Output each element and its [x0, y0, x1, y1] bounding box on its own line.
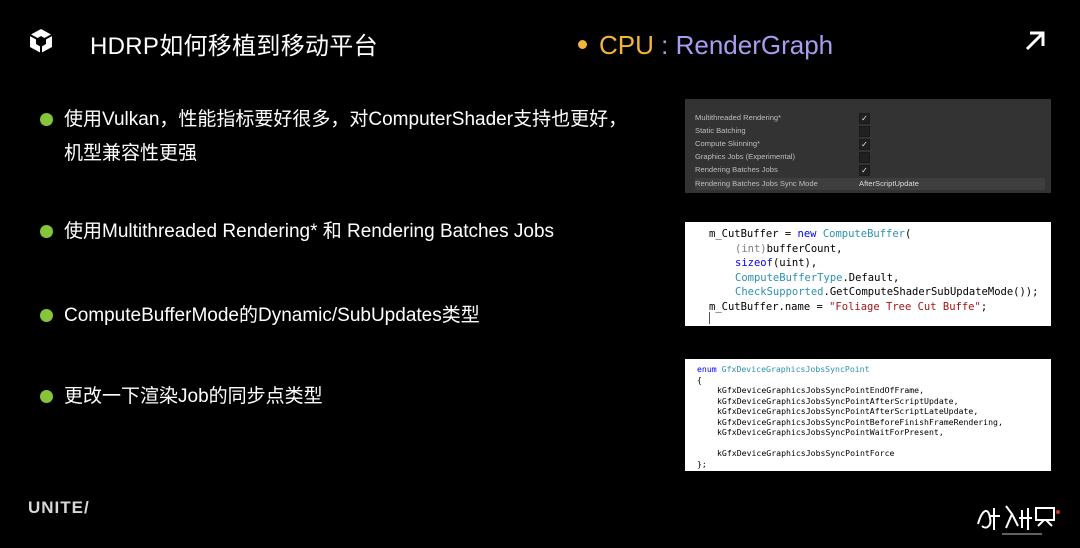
code-line: ComputeBufferType.Default,	[735, 271, 899, 286]
code-cast: (int)	[735, 242, 767, 255]
setting-label: Rendering Batches Jobs	[695, 165, 778, 174]
unity-logo-icon	[29, 29, 53, 53]
code-string: "Foliage Tree Cut Buffe"	[829, 300, 981, 313]
code-keyword: enum	[697, 364, 717, 374]
xianjian-world-logo-icon	[977, 505, 1060, 535]
checkbox-unchecked-icon[interactable]	[859, 126, 870, 137]
unite-logo: UNITE/	[28, 498, 90, 517]
code-line: kGfxDeviceGraphicsJobsSyncPointWaitForPr…	[717, 427, 944, 437]
code-type: CheckSupported	[735, 286, 824, 298]
code-token: .GetComputeShaderSubUpdateMode());	[823, 286, 1039, 298]
bullet-dot-icon	[40, 113, 53, 126]
checkbox-unchecked-icon[interactable]	[859, 152, 870, 163]
code-token: m_CutBuffer.name =	[709, 300, 830, 313]
bullet-text: ComputeBufferMode的Dynamic/SubUpdates类型	[64, 305, 480, 326]
bullet-item-computebuffer: ComputeBufferMode的Dynamic/SubUpdates类型	[40, 299, 660, 333]
code-line: kGfxDeviceGraphicsJobsSyncPointBeforeFin…	[717, 416, 1003, 427]
settings-row: Rendering Batches Jobs ✓	[695, 164, 1045, 176]
code-line: (int)bufferCount,	[735, 242, 842, 257]
section-heading: CPU : RenderGraph	[578, 30, 833, 61]
code-line: m_CutBuffer = new ComputeBuffer(	[709, 227, 911, 242]
bullet-text: 使用Multithreaded Rendering* 和 Rendering B…	[64, 221, 555, 242]
code-line: kGfxDeviceGraphicsJobsSyncPointEndOfFram…	[717, 385, 925, 395]
checkbox-checked-icon[interactable]: ✓	[859, 139, 870, 150]
code-line: sizeof(uint),	[735, 256, 817, 271]
code-type: ComputeBuffer	[822, 228, 905, 240]
text-caret	[709, 312, 710, 324]
settings-row-sync-mode: Rendering Batches Jobs Sync Mode AfterSc…	[695, 178, 1045, 190]
settings-row: Multithreaded Rendering* ✓	[695, 112, 1045, 124]
code-token: .Default,	[842, 271, 900, 284]
code-token: m_CutBuffer =	[709, 228, 798, 240]
setting-label: Static Batching	[695, 126, 746, 135]
settings-row: Static Batching	[695, 125, 1045, 137]
arrow-up-right-icon	[1025, 31, 1045, 51]
code-type: GfxDeviceGraphicsJobsSyncPoint	[721, 364, 870, 374]
code-screenshot-computebuffer: m_CutBuffer = new ComputeBuffer( (int)bu…	[685, 222, 1051, 326]
section-cpu: CPU	[599, 30, 654, 60]
code-keyword: sizeof	[735, 257, 773, 269]
checkbox-checked-icon[interactable]: ✓	[859, 165, 870, 176]
code-line: m_CutBuffer.name = "Foliage Tree Cut Buf…	[709, 300, 987, 315]
code-token: ;	[980, 300, 988, 313]
code-line: enum GfxDeviceGraphicsJobsSyncPoint	[697, 364, 870, 374]
code-line: kGfxDeviceGraphicsJobsSyncPointForce	[717, 448, 895, 458]
section-topic: RenderGraph	[675, 30, 834, 60]
bullet-text-cont: 机型兼容性更强	[64, 143, 198, 164]
code-line: CheckSupported.GetComputeShaderSubUpdate…	[735, 285, 1038, 300]
code-token: bufferCount,	[766, 242, 843, 255]
section-sep: :	[653, 30, 676, 60]
code-line: kGfxDeviceGraphicsJobsSyncPointAfterScri…	[717, 406, 979, 416]
bullet-dot-icon	[40, 225, 53, 238]
bullet-text: 使用Vulkan，性能指标要好很多，对ComputerShader支持也更好，	[64, 109, 628, 130]
bullet-item-syncpoint: 更改一下渲染Job的同步点类型	[40, 380, 660, 414]
setting-label: Compute Skinning*	[695, 139, 761, 148]
bullet-dot-icon	[40, 309, 53, 322]
checkbox-checked-icon[interactable]: ✓	[859, 113, 870, 124]
code-line: kGfxDeviceGraphicsJobsSyncPointAfterScri…	[717, 395, 959, 406]
code-line: {	[697, 374, 702, 385]
bullet-item-vulkan: 使用Vulkan，性能指标要好很多，对ComputerShader支持也更好， …	[40, 103, 660, 171]
code-keyword: new	[797, 228, 817, 240]
setting-label: Multithreaded Rendering*	[695, 113, 782, 122]
bullet-item-multithreaded: 使用Multithreaded Rendering* 和 Rendering B…	[40, 215, 660, 249]
code-token: (uint),	[772, 257, 818, 269]
code-type: ComputeBufferType	[735, 271, 843, 284]
sync-mode-dropdown[interactable]: AfterScriptUpdate	[859, 179, 919, 188]
settings-row: Compute Skinning* ✓	[695, 138, 1045, 150]
slide-title: HDRP如何移植到移动平台	[90, 33, 378, 60]
setting-label: Rendering Batches Jobs Sync Mode	[695, 179, 818, 188]
code-token: (	[905, 228, 912, 240]
player-settings-screenshot: Multithreaded Rendering* ✓ Static Batchi…	[685, 99, 1051, 193]
settings-row: Graphics Jobs (Experimental)	[695, 151, 1045, 163]
bullet-dot-icon	[40, 390, 53, 403]
code-line: };	[697, 458, 707, 469]
bullet-text: 更改一下渲染Job的同步点类型	[64, 386, 323, 407]
section-dot-icon	[578, 39, 587, 49]
setting-label: Graphics Jobs (Experimental)	[695, 152, 796, 161]
code-screenshot-enum: enum GfxDeviceGraphicsJobsSyncPoint { kG…	[685, 359, 1051, 471]
